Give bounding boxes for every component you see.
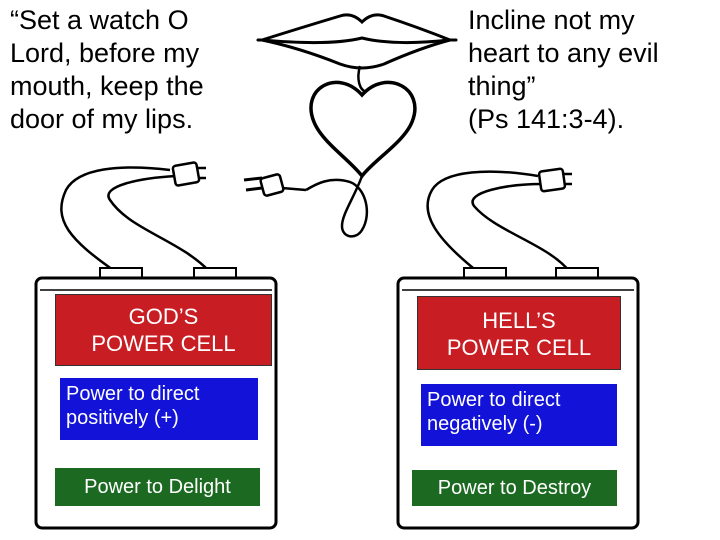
quote-line: door of my lips. xyxy=(10,104,194,134)
cell-title-gods: GOD’S POWER CELL xyxy=(55,294,272,366)
cell-action-delight: Power to Delight xyxy=(55,468,260,506)
cell-title-line: POWER CELL xyxy=(446,335,592,360)
cell-title-hells: HELL’S POWER CELL xyxy=(417,296,621,370)
quote-line: “Set a watch O xyxy=(10,5,189,35)
cell-title-line: POWER CELL xyxy=(91,331,236,356)
plug-icon xyxy=(243,173,307,197)
quote-line: heart to any evil xyxy=(468,38,659,68)
quote-left: “Set a watch O Lord, before my mouth, ke… xyxy=(10,4,204,136)
quote-line: (Ps 141:3-4). xyxy=(468,104,625,134)
cell-title-line: HELL’S xyxy=(482,308,556,333)
cell-direct-line: negatively (-) xyxy=(427,413,543,435)
cell-direct-line: Power to direct xyxy=(66,383,200,405)
cell-title-line: GOD’S xyxy=(128,304,199,329)
cell-direct-line: Power to direct xyxy=(427,389,561,411)
cell-direct-negative: Power to direct negatively (-) xyxy=(421,384,617,446)
lips-icon xyxy=(256,13,458,70)
quote-line: mouth, keep the xyxy=(10,71,204,101)
quote-line: Lord, before my xyxy=(10,38,200,68)
quote-line: Incline not my xyxy=(468,5,635,35)
quote-right: Incline not my heart to any evil thing” … xyxy=(468,4,659,136)
cell-direct-positive: Power to direct positively (+) xyxy=(60,378,258,440)
cell-direct-line: positively (+) xyxy=(66,407,179,429)
cell-action-destroy: Power to Destroy xyxy=(412,470,617,506)
quote-line: thing” xyxy=(468,71,536,101)
heart-icon xyxy=(309,80,417,179)
